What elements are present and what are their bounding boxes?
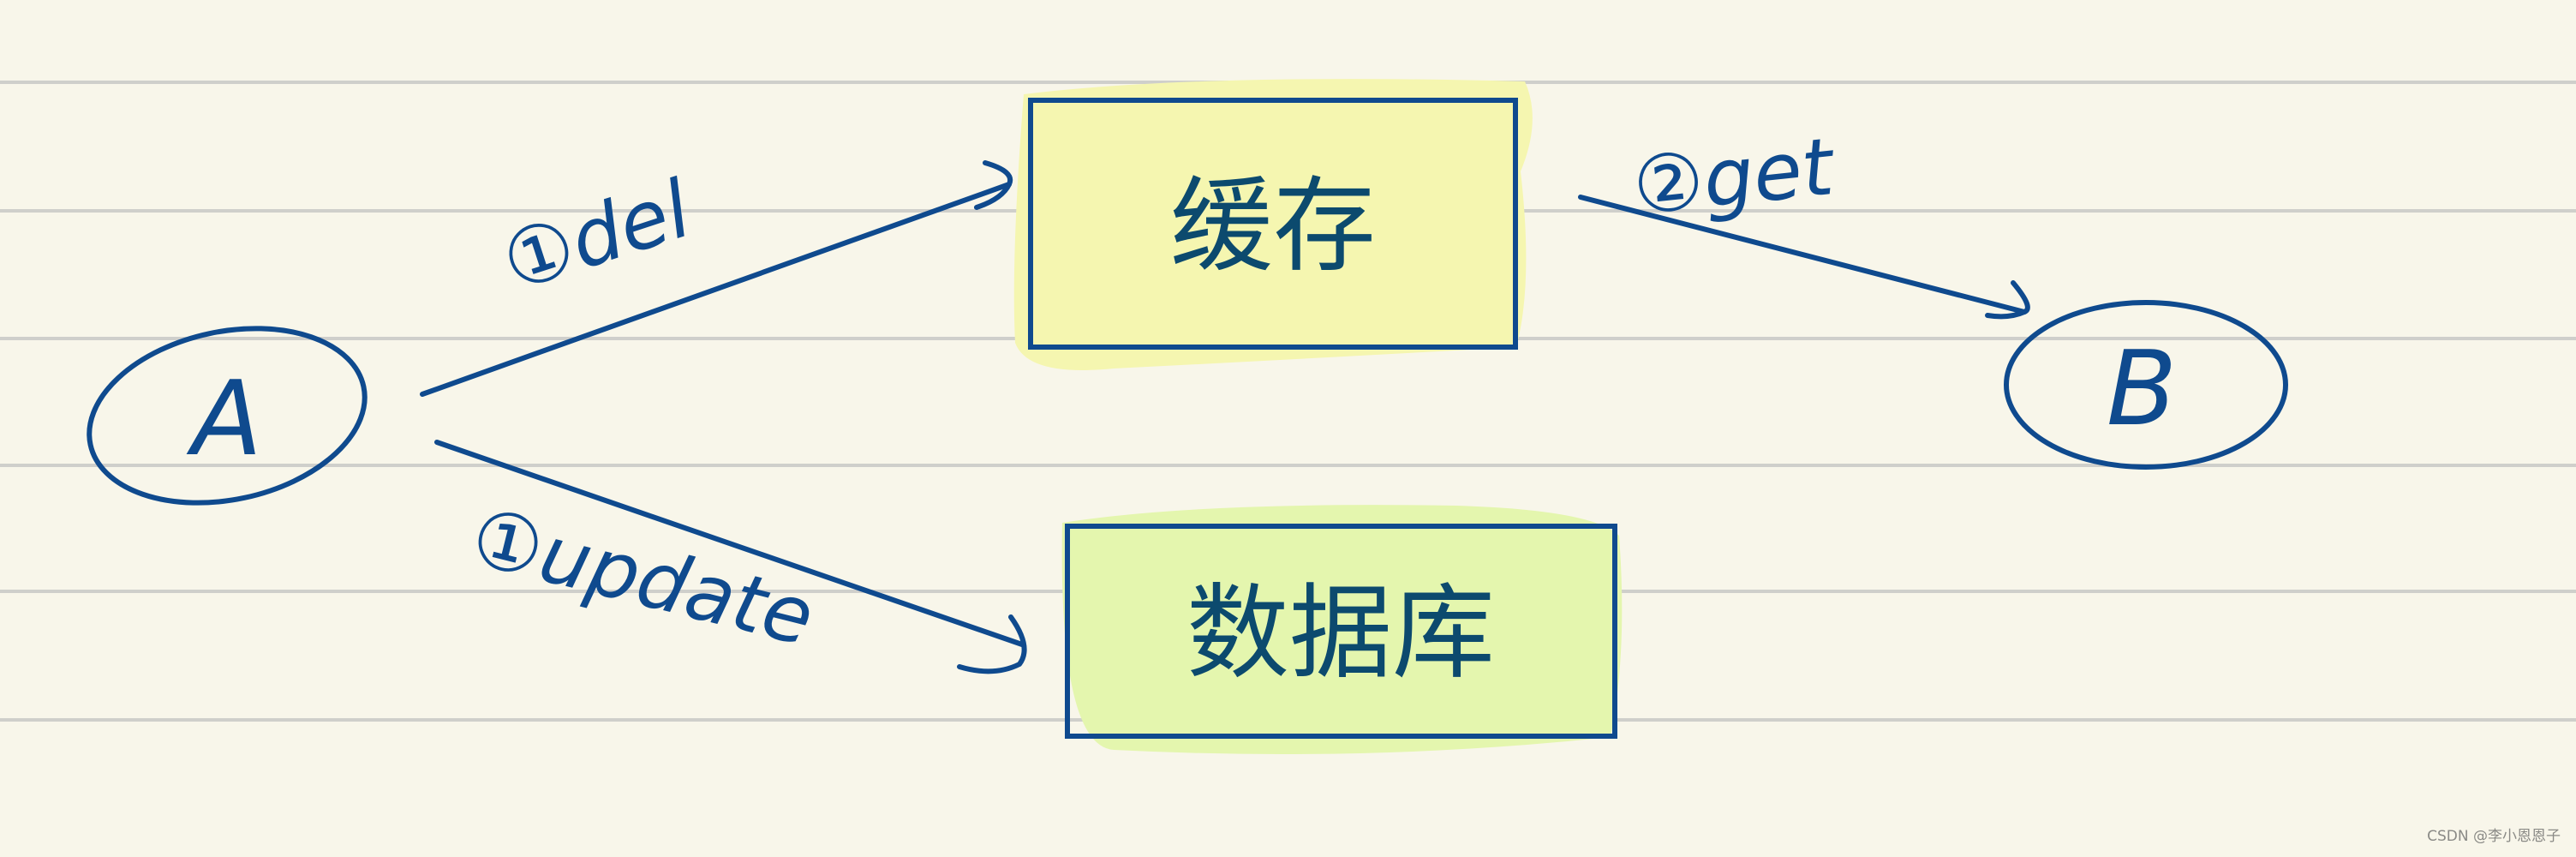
database-label: 数据库 [1186,574,1495,693]
node-b-label: B [2107,330,2177,449]
arrow-update [434,440,1027,674]
database-box: 数据库 [1065,524,1617,739]
node-a: A [87,326,368,506]
database-highlight [1061,505,1623,754]
edge-label-update: ①update [463,491,822,664]
cache-highlight [1013,79,1533,370]
node-b: B [2004,300,2288,470]
node-a-label: A [186,360,262,479]
cache-box: 缓存 [1028,98,1518,350]
cache-label: 缓存 [1170,167,1376,286]
arrow-get [1578,195,2030,320]
arrow-del [420,160,1013,397]
edge-label-del: ①del [492,163,702,309]
edge-label-get: ②get [1629,121,1839,233]
watermark: CSDN @李小恩恩子 [2427,828,2561,845]
